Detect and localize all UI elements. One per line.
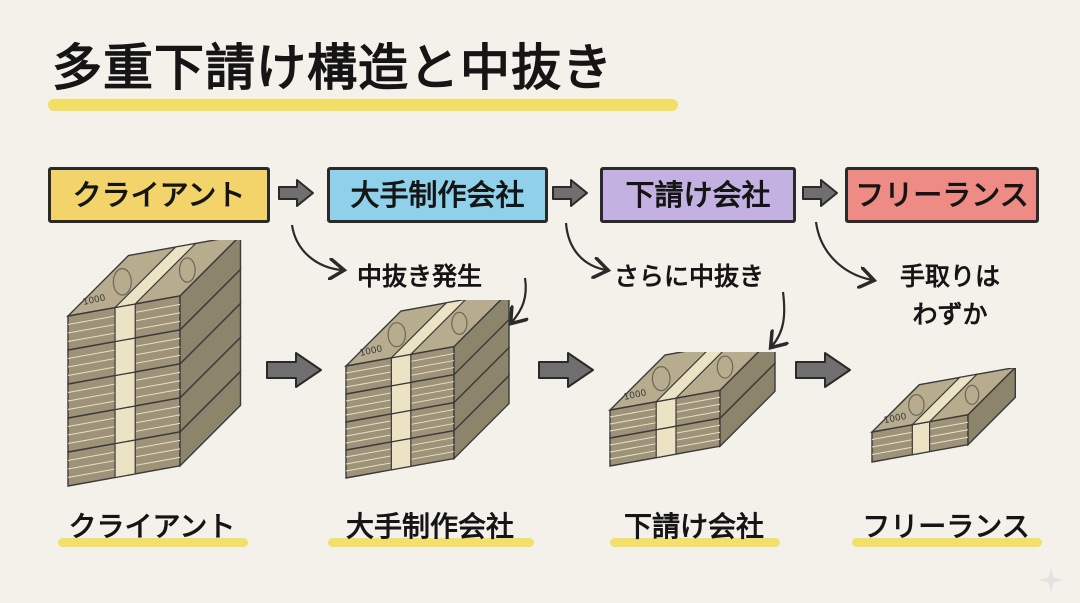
- money-arrow-icon: [538, 352, 594, 388]
- bottom-label-major-agency: 大手制作会社: [345, 510, 514, 543]
- flow-box-client: クライアント: [48, 167, 270, 223]
- curved-arrow-icon: [772, 291, 784, 346]
- money-stack-client: 1000: [65, 240, 242, 487]
- note-markup-occurs: 中抜き発生: [357, 262, 483, 291]
- flow-box-freelancer: フリーランス: [845, 167, 1039, 223]
- money-stack-major-agency: 1000: [343, 300, 510, 479]
- money-arrow-icon: [266, 352, 322, 388]
- money-stack-subcontractor: 1000: [607, 352, 776, 467]
- money-arrow-icon: [795, 352, 851, 388]
- curved-arrow-icon: [512, 277, 526, 322]
- money-stack-freelancer: 1000: [869, 368, 1017, 463]
- flow-arrow-icon: [552, 179, 588, 207]
- bottom-label-freelancer: フリーランス: [862, 510, 1030, 543]
- label-underline: [852, 538, 1042, 547]
- note-line: わずか: [912, 300, 988, 329]
- title-underline: [48, 99, 678, 111]
- curved-arrow-icon: [814, 221, 872, 280]
- bottom-label-client: クライアント: [68, 510, 236, 543]
- bottom-label-subcontractor: 下請け会社: [623, 510, 764, 543]
- sparkle-icon: [1039, 568, 1063, 592]
- label-underline: [58, 538, 248, 547]
- label-underline: [610, 538, 780, 547]
- note-little-takehome: 手取りは わずか: [880, 258, 1020, 334]
- curved-arrow-icon: [564, 222, 606, 270]
- note-further-markup: さらに中抜き: [614, 262, 765, 291]
- banknote-denomination: 1000: [82, 293, 107, 308]
- flow-arrow-icon: [802, 179, 838, 207]
- banknote-denomination: 1000: [883, 412, 908, 427]
- label-underline: [328, 538, 534, 547]
- flow-arrow-icon: [278, 179, 314, 207]
- banknote-denomination: 1000: [359, 344, 384, 359]
- page-title: 多重下請け構造と中抜き: [52, 39, 613, 97]
- banknote-denomination: 1000: [623, 388, 648, 403]
- note-line: 手取りは: [899, 262, 1000, 291]
- flow-box-subcontractor: 下請け会社: [600, 167, 796, 223]
- flow-box-major-agency: 大手制作会社: [327, 167, 548, 223]
- curved-arrow-icon: [290, 224, 342, 270]
